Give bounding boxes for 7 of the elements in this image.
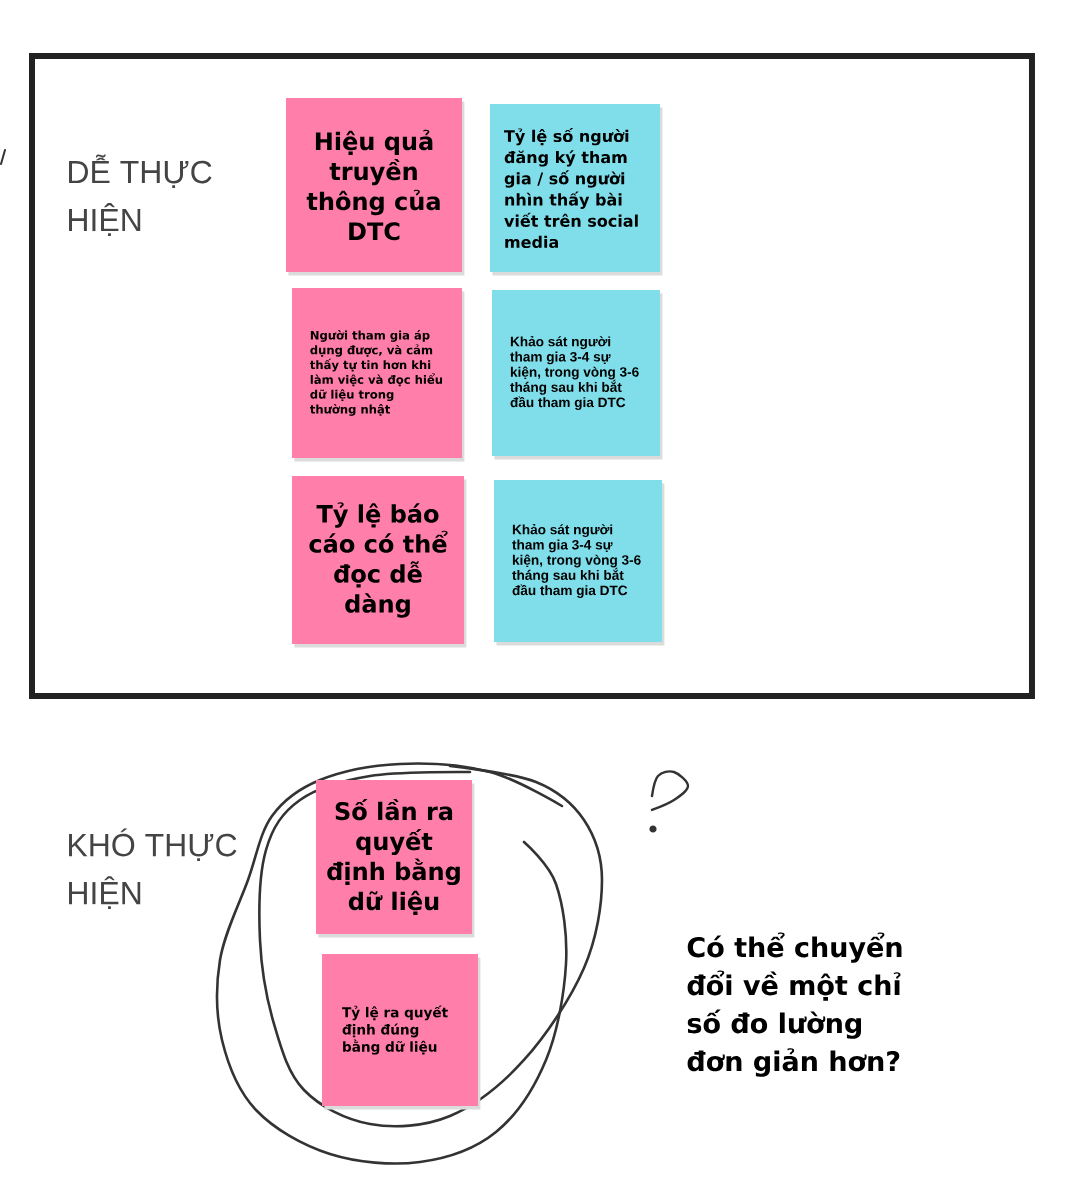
sticky-note: Số lần ra quyết định bằng dữ liệu — [316, 780, 475, 938]
section-heading: DỄ THỰC HIỆN — [69, 154, 212, 236]
section-heading: KHÓ THỰC HIỆN — [69, 828, 237, 909]
sticky-note: Tỷ lệ báo cáo có thể đọc dễ dàng — [292, 476, 467, 648]
question-text: Có thể chuyển đổi về một chỉ số đo lường đơn giản hơn? — [687, 932, 902, 1077]
sticky-note: Hiệu quả truyền thông của DTC — [286, 98, 465, 276]
sticky-note: Tỷ lệ số người đăng ký tham gia / số người nhìn thấy bài viết trên social media — [490, 104, 663, 276]
